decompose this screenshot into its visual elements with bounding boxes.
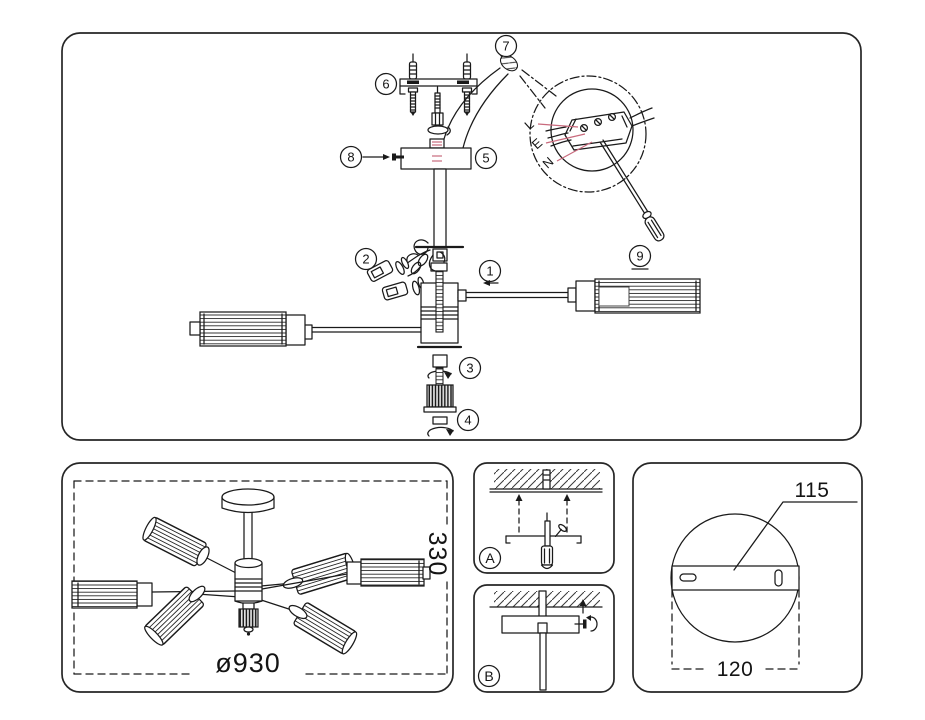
svg-text:1: 1 (486, 264, 493, 279)
mounting-bracket (399, 78, 478, 95)
part-label-5: 5 (474, 146, 498, 170)
dim-120-extents (671, 589, 800, 670)
step-b-label: B (477, 664, 501, 688)
screwdriver-icon (599, 139, 665, 242)
left-shade (199, 311, 287, 347)
alignment-guides (518, 499, 568, 535)
dimension-extents (73, 480, 448, 675)
part-label-7: 7 (494, 34, 518, 58)
hook-and-wires (405, 239, 446, 277)
ceiling-plug-icon (542, 469, 551, 490)
canopy-screw-marks (432, 141, 442, 162)
leader-115 (733, 501, 858, 571)
chandelier-arms (71, 514, 431, 657)
svg-text:6: 6 (382, 77, 389, 92)
wall-plug-left-icon (408, 53, 418, 80)
left-arm-assembly (189, 311, 422, 347)
right-arm-assembly (457, 278, 701, 314)
bracket-slot-left (679, 573, 697, 582)
up-arrow-b (579, 599, 587, 614)
main-exploded-panel (61, 32, 862, 441)
svg-text:4: 4 (464, 413, 471, 428)
side-screw-icon-b (574, 615, 598, 632)
bottom-finial (238, 608, 259, 628)
wire-connector-2-icon (381, 281, 409, 301)
finial-parts (423, 354, 457, 437)
wiring-detail-callout: L E N (521, 75, 665, 242)
washer-1-icon (395, 256, 410, 275)
canopy-diameter-dimension: 120 (717, 658, 754, 681)
wire-connector-1-icon (366, 260, 394, 282)
svg-text:A: A (485, 550, 495, 566)
rod-below-b (539, 632, 547, 691)
svg-text:2: 2 (362, 252, 369, 267)
overview-panel-content: 330 ø930 (71, 480, 451, 678)
down-rod (433, 168, 447, 248)
part-label-4: 4 (456, 408, 480, 432)
canopy-nipple (429, 138, 445, 149)
rod-coupler (414, 245, 465, 272)
svg-text:5: 5 (482, 151, 489, 166)
part-label-3: 3 (458, 356, 482, 380)
bracket-icon-a (505, 535, 582, 544)
screwdriver-icon-a (540, 512, 554, 570)
screw-icon-a (554, 523, 567, 537)
svg-text:9: 9 (636, 249, 643, 264)
threaded-stud-icon (427, 86, 451, 136)
svg-text:8: 8 (347, 150, 354, 165)
ceiling-canopy (400, 147, 472, 170)
step-b-content: B (477, 590, 603, 691)
part-label-9: 9 (628, 244, 652, 270)
part-label-1: 1 (478, 259, 502, 286)
part-label-2: 2 (354, 247, 378, 271)
chandelier-body (221, 488, 275, 636)
main-exploded-diagram: L E N 6 7 8 5 (189, 34, 701, 437)
callout-tail (519, 69, 557, 109)
svg-text:B: B (484, 668, 493, 684)
part-label-6: 6 (374, 72, 398, 96)
screw-left-icon (407, 87, 419, 116)
bracket-slot-right (774, 569, 783, 587)
central-hub-body (416, 270, 463, 349)
diameter-dimension: ø930 (215, 648, 281, 678)
part-label-8: 8 (339, 145, 404, 169)
step-a-label: A (478, 546, 502, 570)
hole-spacing-dimension: 115 (795, 479, 830, 502)
svg-text:7: 7 (502, 39, 509, 54)
height-dimension: 330 (423, 532, 451, 577)
svg-text:3: 3 (466, 361, 473, 376)
step-a-content: A (478, 469, 603, 570)
step-a-panel (473, 462, 615, 574)
terminal-leader-lines (537, 123, 593, 162)
bracket-panel-content: 115 120 (670, 479, 858, 681)
